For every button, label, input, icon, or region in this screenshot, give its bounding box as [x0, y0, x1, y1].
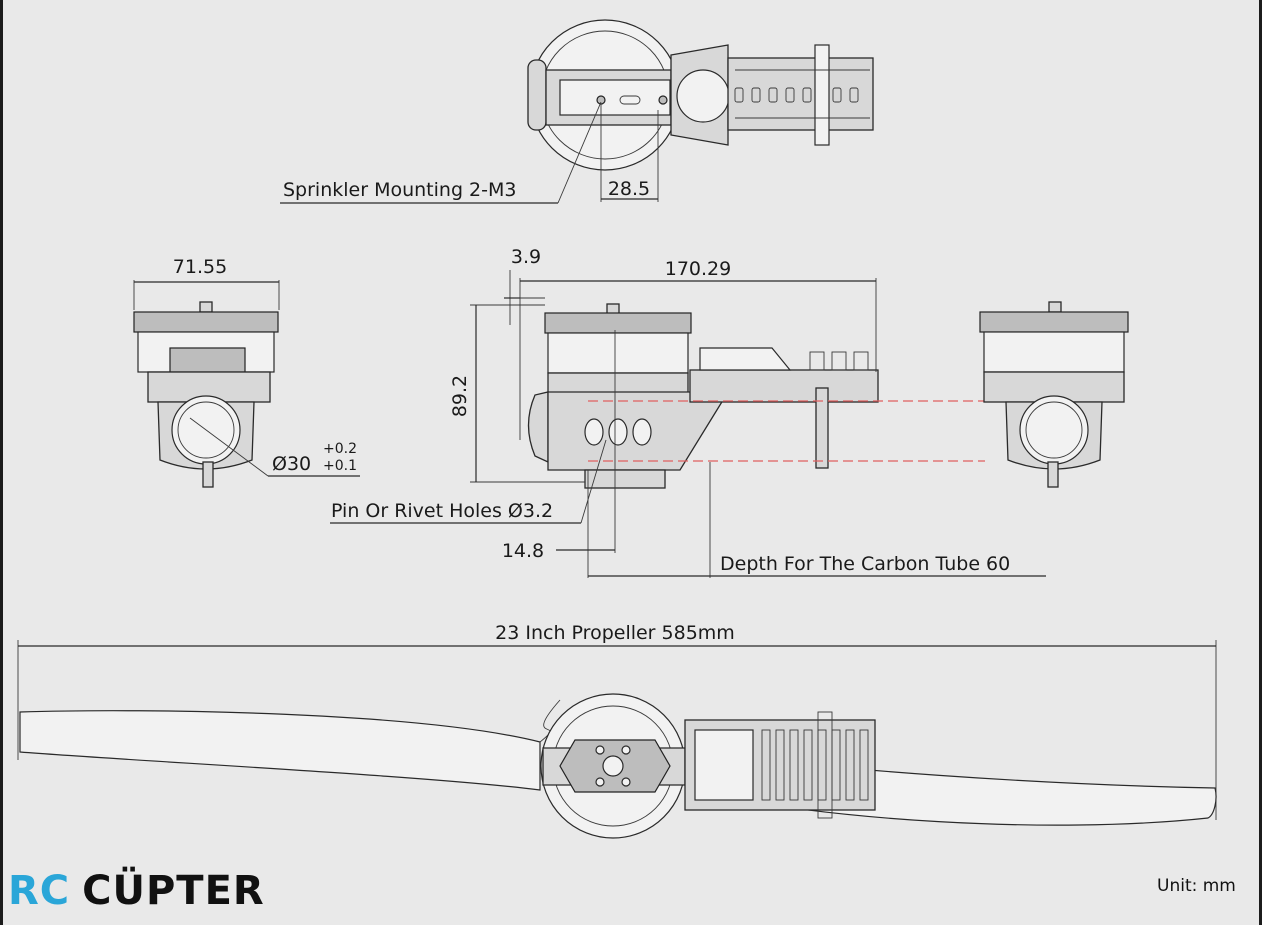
propeller-hub-view — [540, 693, 876, 839]
sprinkler-leader: Sprinkler Mounting 2-M3 — [280, 101, 602, 204]
dim-carbon-depth: Depth For The Carbon Tube 60 — [588, 462, 1046, 578]
top-view-motor-arm — [527, 19, 874, 171]
dim-28-5-label: 28.5 — [608, 178, 650, 200]
dim-14-8: 14.8 — [502, 330, 616, 578]
dim-28-5: 28.5 — [600, 104, 659, 202]
frame-edge-left — [0, 0, 3, 925]
logo-rc-text: RC — [8, 868, 71, 914]
right-end-view — [979, 301, 1129, 488]
dim-71-55-label: 71.55 — [173, 256, 227, 278]
dim-14-8-label: 14.8 — [502, 540, 544, 562]
tolerance-upper: +0.2 — [323, 441, 357, 457]
unit-label: Unit: mm — [1157, 876, 1236, 896]
pin-holes-label: Pin Or Rivet Holes Ø3.2 — [331, 500, 553, 522]
sprinkler-label: Sprinkler Mounting 2-M3 — [283, 179, 516, 201]
dim-propeller: 23 Inch Propeller 585mm — [17, 622, 1217, 820]
left-end-view — [133, 301, 279, 488]
side-view-motor-arm — [527, 303, 879, 489]
dim-89-2: 89.2 — [449, 304, 585, 483]
carbon-tube-hidden-lines — [588, 400, 985, 462]
carbon-depth-label: Depth For The Carbon Tube 60 — [720, 553, 1010, 575]
dim-3-9-label: 3.9 — [511, 246, 541, 268]
dim-3-9: 3.9 — [504, 246, 545, 325]
dim-71-55: 71.55 — [133, 256, 280, 310]
dim-170-29-label: 170.29 — [665, 258, 731, 280]
frame-edge-right — [1259, 0, 1262, 925]
pin-holes-leader: Pin Or Rivet Holes Ø3.2 — [330, 439, 607, 524]
dia-30-callout: Ø30 +0.2 +0.1 — [189, 417, 360, 477]
tolerance-lower: +0.1 — [323, 458, 357, 474]
logo-copter-text: CÜPTER — [82, 868, 265, 914]
propeller-label: 23 Inch Propeller 585mm — [495, 622, 735, 644]
dim-89-2-label: 89.2 — [449, 375, 471, 417]
dia-30-label: Ø30 — [272, 453, 311, 475]
